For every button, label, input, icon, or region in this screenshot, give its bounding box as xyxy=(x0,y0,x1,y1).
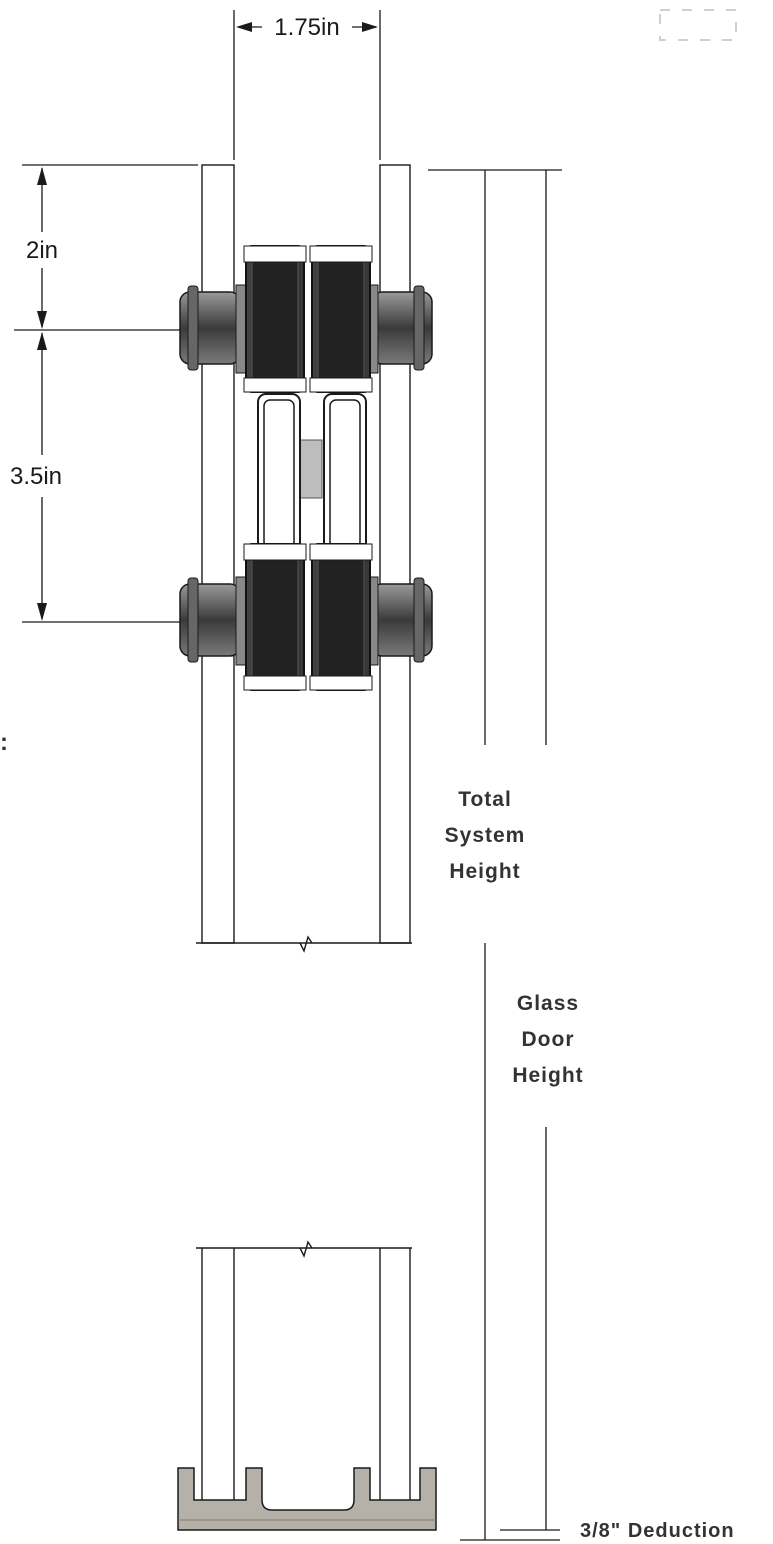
glass-door-height-line-2: Door xyxy=(522,1028,575,1051)
total-system-height-line-1: Total xyxy=(458,788,512,811)
height-dimension-lines xyxy=(428,169,562,1541)
deduction-label: 3/8" Deduction xyxy=(580,1520,735,1542)
upper-roller-assembly xyxy=(179,245,433,393)
top-offset-label: 2in xyxy=(26,237,58,264)
wheel-spacing-label: 3.5in xyxy=(10,463,62,490)
glass-panels-upper xyxy=(196,164,412,953)
bottom-guide-track xyxy=(177,1467,437,1531)
glass-door-height-label: Glass Door Height xyxy=(512,992,583,1087)
glass-panels-lower xyxy=(196,1240,412,1510)
spacer-assembly xyxy=(257,393,367,555)
glass-door-height-line-3: Height xyxy=(512,1064,583,1087)
width-dimension-label: 1.75in xyxy=(274,14,339,41)
edge-fragment-text: : xyxy=(0,729,9,756)
width-dimension xyxy=(233,10,381,160)
vertical-dimension xyxy=(14,164,248,623)
total-system-height-line-2: System xyxy=(445,824,526,847)
total-system-height-label: Total System Height xyxy=(445,788,526,883)
total-system-height-line-3: Height xyxy=(449,860,520,883)
corner-placeholder xyxy=(659,9,737,41)
glass-door-height-line-1: Glass xyxy=(517,992,579,1015)
lower-roller-assembly xyxy=(179,543,433,691)
